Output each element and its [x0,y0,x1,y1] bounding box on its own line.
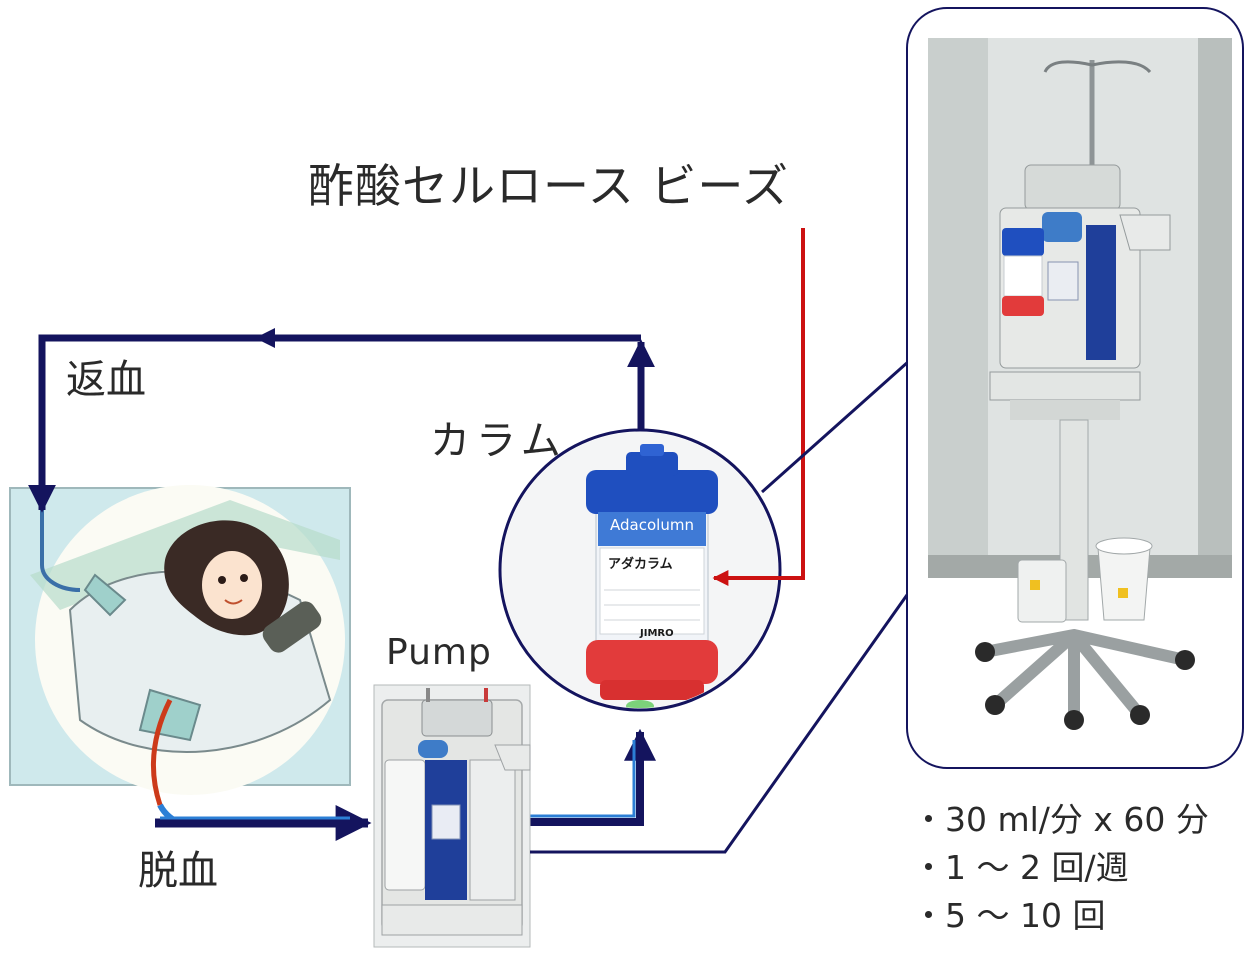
stand-device [928,38,1232,730]
pump-label: Pump [386,632,492,673]
patient-illustration [9,485,351,825]
note-flow-rate: ・30 ml/分 x 60 分 [912,800,1209,839]
column-brand-label: Adacolumn [610,516,694,534]
return-blood-label: 返血 [66,357,146,403]
column-base [586,640,718,684]
column-label: カラム [430,418,567,464]
beads-pointer-line [712,228,805,586]
pump-to-column-highlight [530,740,636,818]
column-cap [586,470,718,514]
beads-label: 酢酸セルロース ビーズ [308,159,790,213]
draw-blood-label: 脱血 [138,848,218,894]
pump-to-column-line [530,728,656,826]
treatment-notes: ・30 ml/分 x 60 分 ・1 ～ 2 回/週 ・5 ～ 10 回 [912,796,1209,940]
stand-control-panel [1086,225,1116,360]
return-flow-line [27,334,641,513]
return-arrowhead [255,328,275,348]
column-product-label: アダカラム [608,557,673,572]
note-sessions: ・5 ～ 10 回 [912,896,1106,935]
column-circle [498,428,782,712]
note-frequency: ・1 ～ 2 回/週 [912,848,1129,887]
pump-device [373,684,531,948]
column-maker-label: JIMRO [640,628,674,639]
